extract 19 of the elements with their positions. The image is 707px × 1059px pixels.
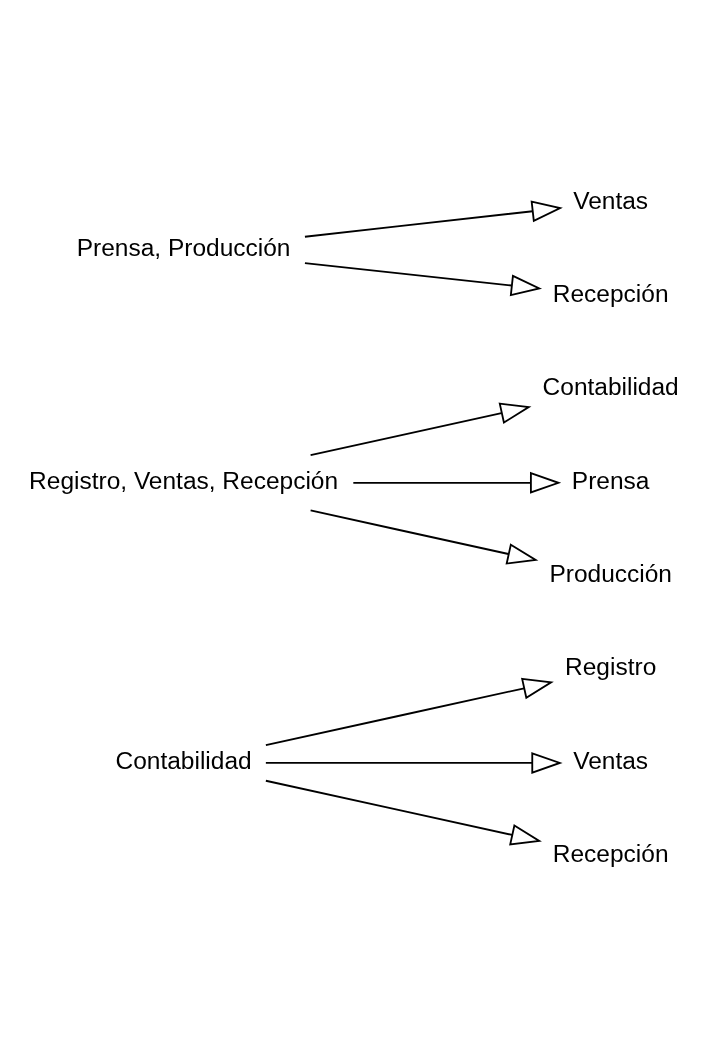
- node-text: Prensa: [571, 466, 650, 494]
- arrow: [309, 402, 532, 457]
- arrow: [352, 471, 562, 494]
- arrow: [264, 677, 554, 747]
- node-text: Producción: [549, 560, 672, 588]
- node-text: Prensa, Producción: [76, 233, 291, 261]
- node-text: Registro: [565, 653, 657, 681]
- node-text: Ventas: [573, 186, 649, 214]
- arrow: [309, 509, 539, 565]
- node-text: Ventas: [573, 746, 649, 774]
- node-text: Registro, Ventas, Recepción: [29, 466, 339, 494]
- arrow: [304, 200, 563, 238]
- node-text: Contabilidad: [115, 746, 252, 774]
- node-text: Contabilidad: [542, 373, 679, 401]
- node-text: Recepción: [552, 279, 669, 307]
- arrow: [264, 752, 563, 774]
- arrow: [304, 262, 543, 297]
- arrow: [264, 779, 542, 846]
- node-text: Recepción: [552, 840, 669, 868]
